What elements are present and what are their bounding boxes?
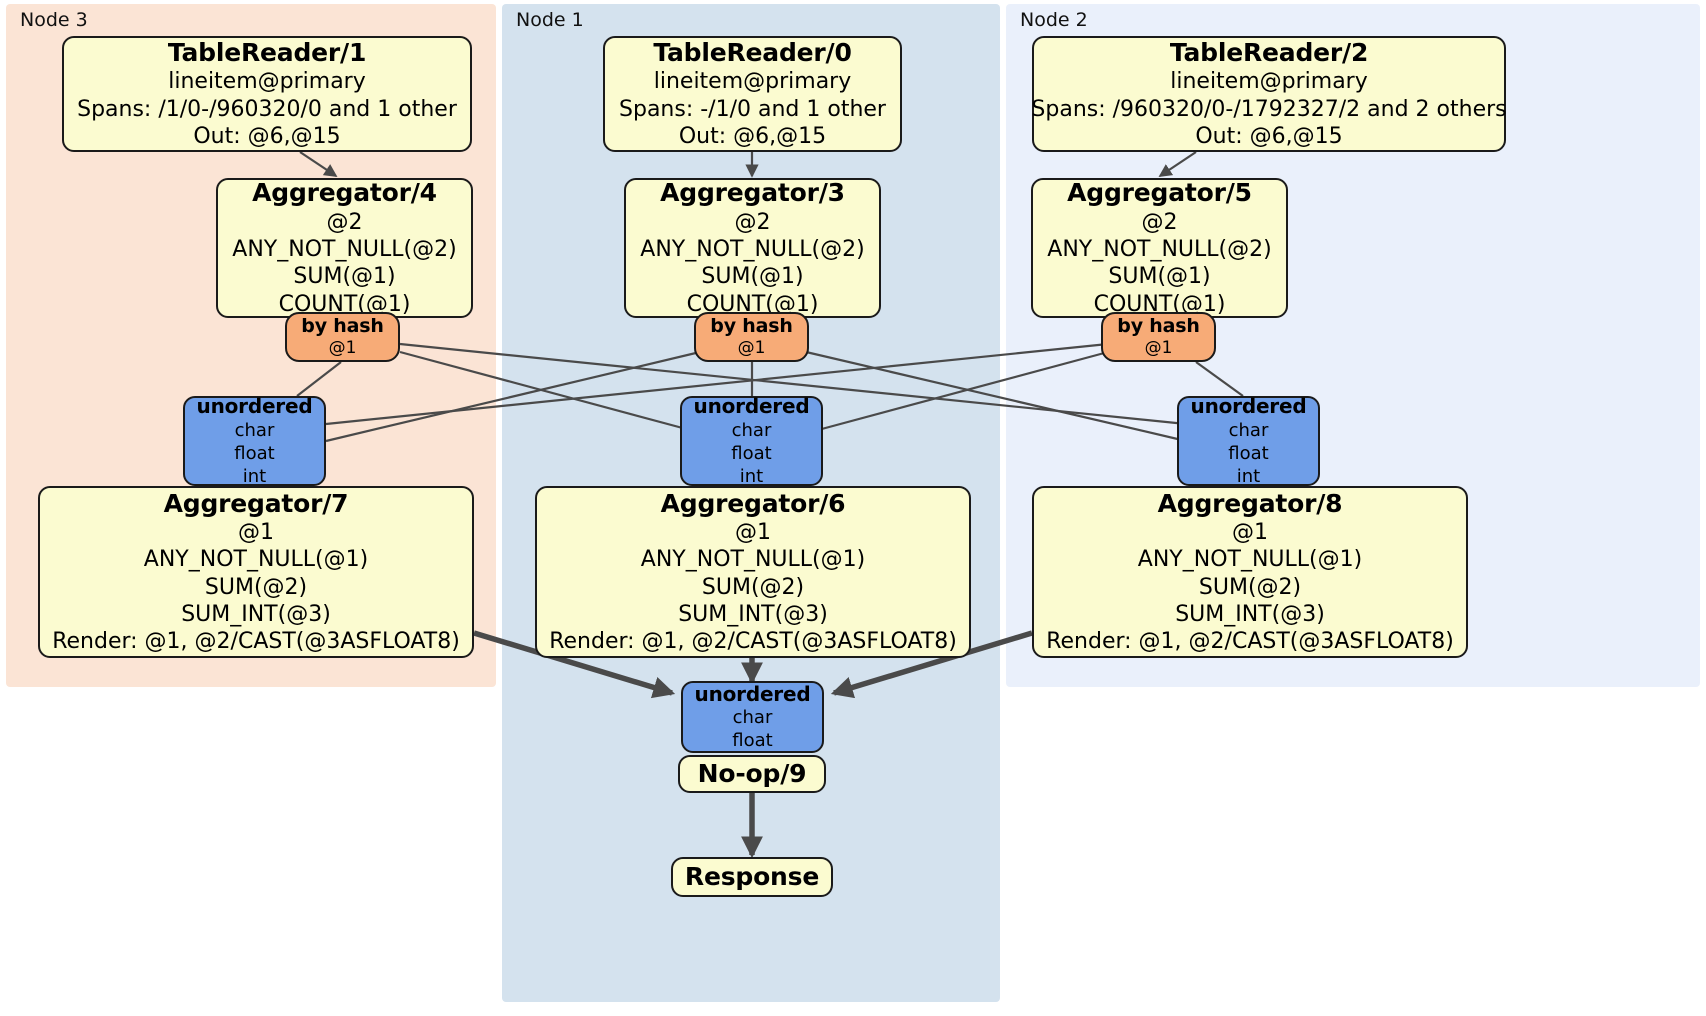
node-line: lineitem@primary	[653, 69, 852, 95]
node-line: ANY_NOT_NULL(@1)	[1137, 547, 1363, 573]
synchronizer-line: char	[234, 419, 275, 441]
synchronizer-line: char	[1228, 419, 1269, 441]
node-line: ANY_NOT_NULL(@2)	[232, 236, 457, 262]
router-by-hash-left[interactable]: by hash @1	[285, 312, 400, 362]
synchronizer-line: float	[1228, 442, 1269, 464]
panel-node-3-label: Node 3	[20, 9, 88, 31]
node-response[interactable]: Response	[671, 857, 833, 897]
node-title: TableReader/1	[167, 37, 367, 67]
router-line: @1	[1144, 338, 1173, 359]
router-title: by hash	[710, 314, 793, 337]
node-line: SUM_INT(@3)	[1175, 601, 1325, 627]
synchronizer-line: float	[731, 442, 772, 464]
node-no-op-9[interactable]: No-op/9	[678, 755, 826, 793]
node-title: Aggregator/3	[660, 178, 845, 208]
node-title: TableReader/0	[653, 37, 852, 67]
node-aggregator-3[interactable]: Aggregator/3 @2 ANY_NOT_NULL(@2) SUM(@1)…	[624, 178, 881, 318]
synchronizer-unordered-right[interactable]: unordered char float int	[1177, 394, 1320, 487]
node-line: lineitem@primary	[168, 69, 366, 95]
node-line: Spans: /960320/0-/1792327/2 and 2 others	[1031, 96, 1507, 122]
node-line: Spans: /1/0-/960320/0 and 1 other	[77, 96, 457, 122]
router-title: by hash	[301, 314, 384, 337]
node-tablereader-0[interactable]: TableReader/0 lineitem@primary Spans: -/…	[603, 36, 902, 152]
node-line: Out: @6,@15	[1195, 123, 1343, 149]
router-by-hash-center[interactable]: by hash @1	[694, 312, 809, 362]
synchronizer-title: unordered	[1190, 394, 1307, 419]
node-tablereader-2[interactable]: TableReader/2 lineitem@primary Spans: /9…	[1031, 36, 1507, 152]
router-line: @1	[737, 338, 766, 359]
node-line: SUM(@2)	[204, 574, 308, 600]
node-line: SUM_INT(@3)	[181, 601, 331, 627]
synchronizer-line: float	[732, 730, 773, 752]
synchronizer-title: unordered	[693, 394, 810, 419]
node-line: SUM(@2)	[701, 574, 805, 600]
node-title: Aggregator/5	[1067, 178, 1252, 208]
node-title: TableReader/2	[1169, 37, 1369, 67]
node-title: Aggregator/8	[1157, 488, 1343, 518]
node-title: Aggregator/6	[660, 488, 846, 518]
panel-node-1-label: Node 1	[516, 9, 584, 31]
node-line: ANY_NOT_NULL(@2)	[640, 236, 865, 262]
router-line: @1	[328, 338, 357, 359]
synchronizer-title: unordered	[694, 681, 811, 706]
node-line: lineitem@primary	[1170, 69, 1368, 95]
node-title: Aggregator/7	[163, 488, 349, 518]
node-line: @1	[735, 520, 771, 546]
node-line: SUM(@1)	[701, 264, 804, 290]
synchronizer-unordered-final[interactable]: unordered char float	[681, 681, 824, 753]
synchronizer-line: int	[242, 465, 267, 487]
panel-node-2-label: Node 2	[1020, 9, 1088, 31]
node-tablereader-1[interactable]: TableReader/1 lineitem@primary Spans: /1…	[62, 36, 472, 152]
synchronizer-unordered-center[interactable]: unordered char float int	[680, 394, 823, 487]
node-line: SUM(@1)	[293, 264, 396, 290]
router-by-hash-right[interactable]: by hash @1	[1101, 312, 1216, 362]
synchronizer-title: unordered	[196, 394, 313, 419]
node-line: @2	[734, 209, 771, 235]
node-line: SUM_INT(@3)	[678, 601, 828, 627]
node-line: SUM(@2)	[1198, 574, 1302, 600]
node-aggregator-7[interactable]: Aggregator/7 @1 ANY_NOT_NULL(@1) SUM(@2)…	[38, 486, 474, 658]
node-title: Response	[684, 861, 820, 891]
node-line: Render: @1, @2/CAST(@3ASFLOAT8)	[1046, 629, 1454, 655]
node-aggregator-4[interactable]: Aggregator/4 @2 ANY_NOT_NULL(@2) SUM(@1)…	[216, 178, 473, 318]
node-line: ANY_NOT_NULL(@2)	[1047, 236, 1272, 262]
synchronizer-line: int	[1236, 465, 1261, 487]
node-aggregator-8[interactable]: Aggregator/8 @1 ANY_NOT_NULL(@1) SUM(@2)…	[1032, 486, 1468, 658]
node-line: Render: @1, @2/CAST(@3ASFLOAT8)	[52, 629, 460, 655]
node-line: Render: @1, @2/CAST(@3ASFLOAT8)	[549, 629, 957, 655]
synchronizer-line: char	[731, 419, 772, 441]
node-line: @2	[326, 209, 363, 235]
node-line: @2	[1141, 209, 1178, 235]
node-line: Out: @6,@15	[678, 123, 827, 149]
node-line: @1	[1232, 520, 1268, 546]
node-line: @1	[238, 520, 274, 546]
node-line: Out: @6,@15	[193, 123, 341, 149]
synchronizer-line: char	[732, 707, 773, 729]
node-line: ANY_NOT_NULL(@1)	[143, 547, 369, 573]
synchronizer-line: float	[234, 442, 275, 464]
node-line: Spans: -/1/0 and 1 other	[619, 96, 886, 122]
node-aggregator-5[interactable]: Aggregator/5 @2 ANY_NOT_NULL(@2) SUM(@1)…	[1031, 178, 1288, 318]
router-title: by hash	[1117, 314, 1200, 337]
node-title: No-op/9	[697, 758, 807, 788]
node-line: ANY_NOT_NULL(@1)	[640, 547, 866, 573]
node-aggregator-6[interactable]: Aggregator/6 @1 ANY_NOT_NULL(@1) SUM(@2)…	[535, 486, 971, 658]
synchronizer-line: int	[739, 465, 764, 487]
node-title: Aggregator/4	[252, 178, 437, 208]
synchronizer-unordered-left[interactable]: unordered char float int	[183, 394, 326, 487]
node-line: SUM(@1)	[1108, 264, 1211, 290]
